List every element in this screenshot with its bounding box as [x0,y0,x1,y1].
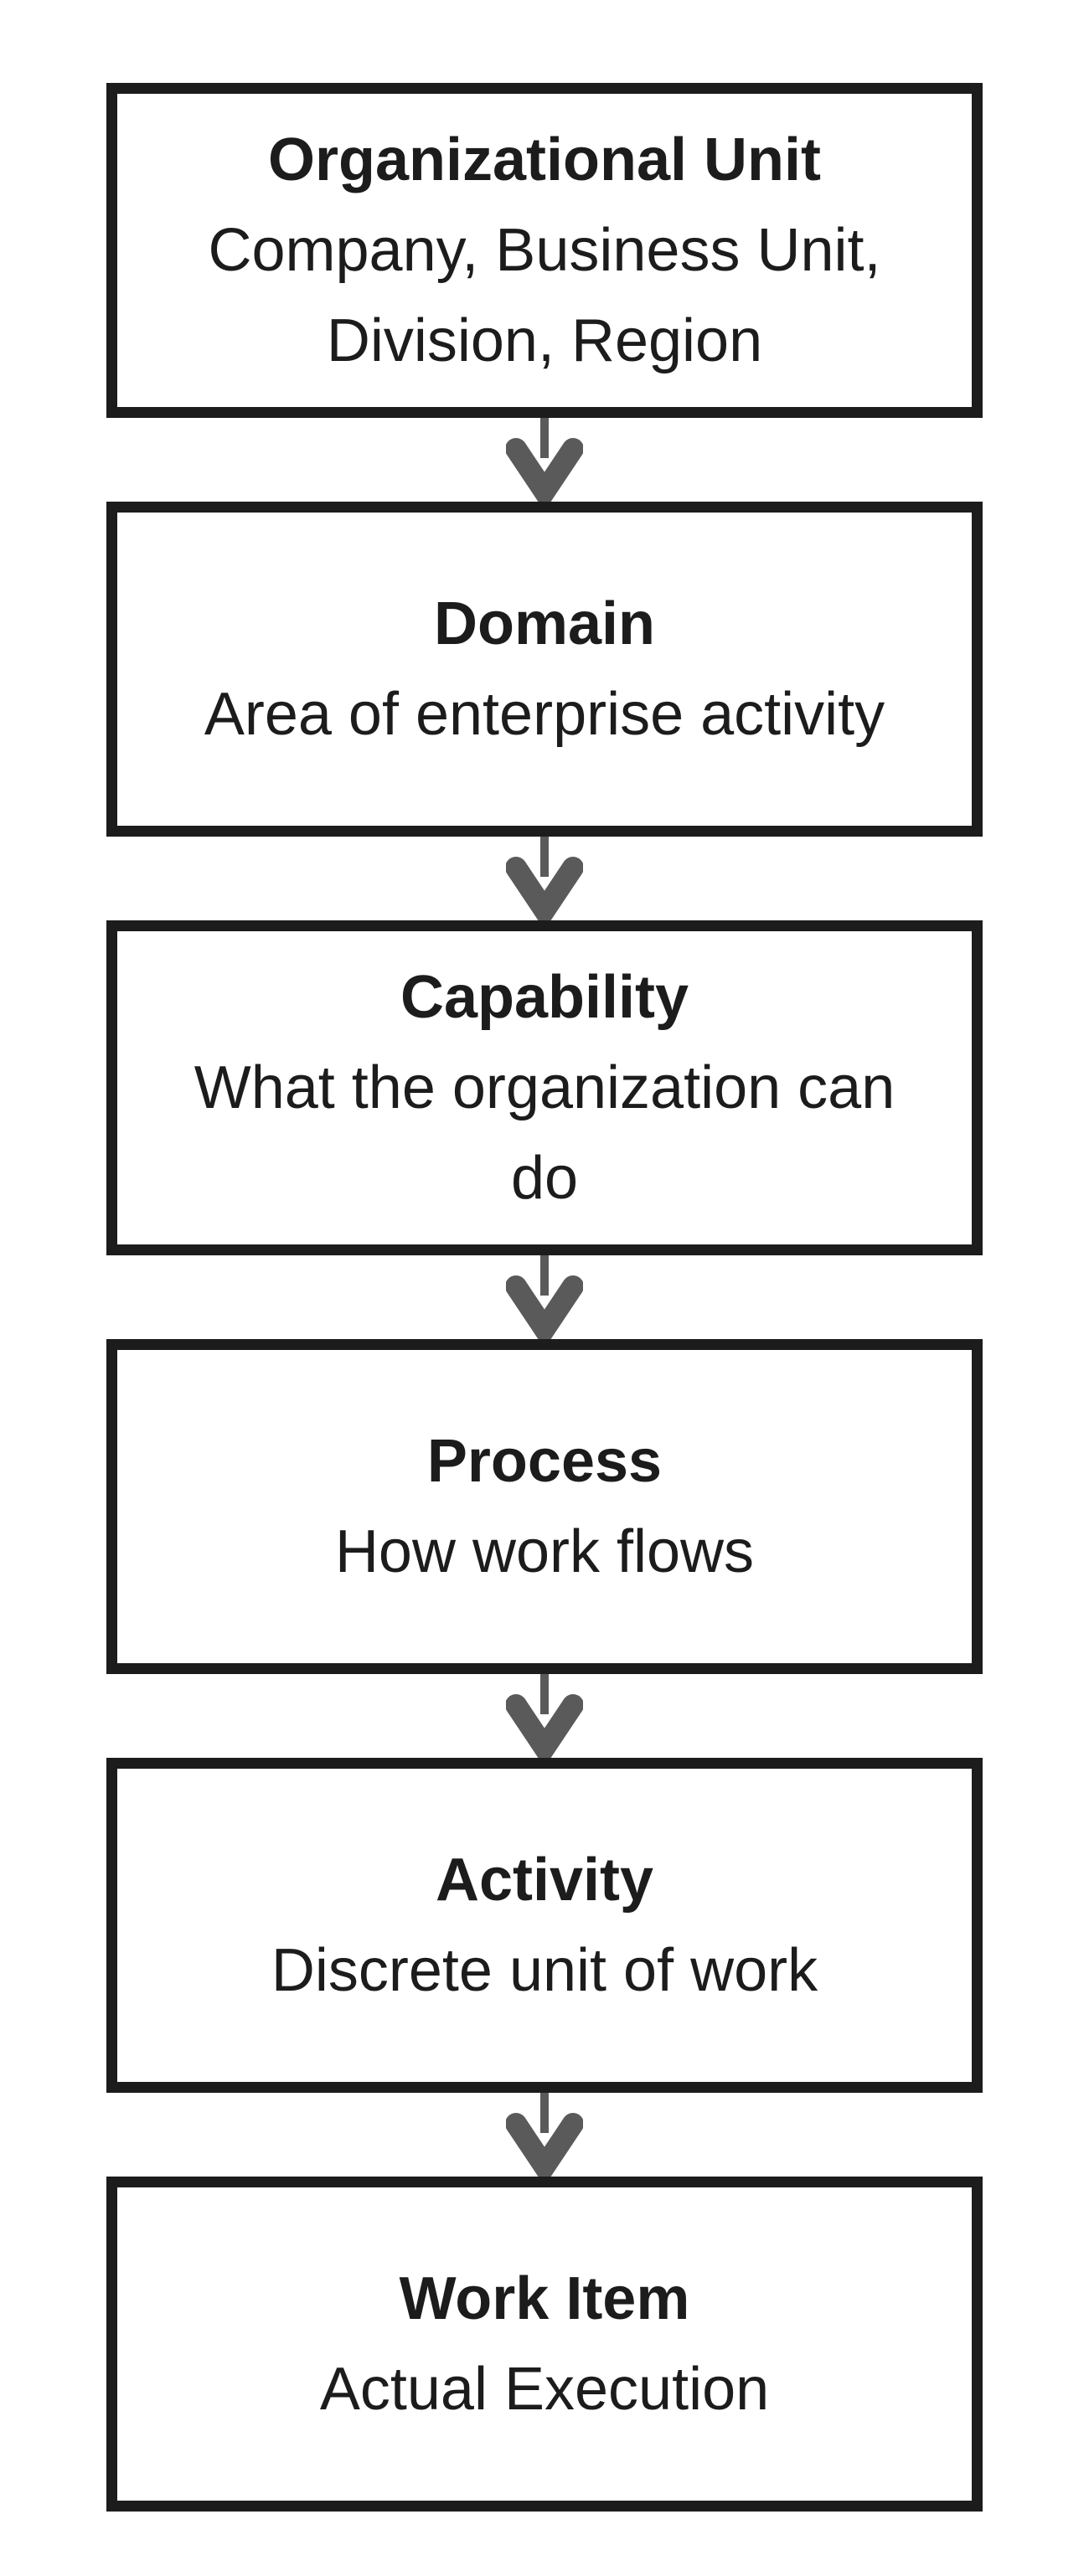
arrow-down-icon [506,1674,583,1758]
box-subtitle-line: Area of enterprise activity [204,681,885,748]
flow-box-process: Process How work flows [106,1339,983,1674]
arrow-down-icon [506,418,583,502]
box-title: Work Item [399,2265,690,2332]
box-subtitle-line: Division, Region [326,307,763,374]
box-subtitle-line: Company, Business Unit, [208,217,881,284]
flow-box-domain: Domain Area of enterprise activity [106,502,983,837]
box-subtitle-line: What the organization can [194,1054,895,1121]
box-title: Process [426,1428,663,1495]
flow-box-capability: Capability What the organization can do [106,920,983,1255]
box-title: Capability [400,964,689,1031]
flow-box-organizational-unit: Organizational Unit Company, Business Un… [106,83,983,418]
arrow-down-icon [506,2093,583,2177]
arrow-down-icon [506,1255,583,1339]
box-subtitle-line: do [510,1145,579,1212]
box-subtitle-line: Actual Execution [319,2356,770,2423]
box-subtitle-line: How work flows [334,1518,755,1585]
box-subtitle-line: Discrete unit of work [271,1937,818,2004]
box-title: Domain [433,590,656,657]
flow-box-activity: Activity Discrete unit of work [106,1758,983,2093]
box-title: Activity [435,1847,654,1914]
flow-box-work-item: Work Item Actual Execution [106,2177,983,2512]
box-title: Organizational Unit [267,126,822,193]
arrow-down-icon [506,837,583,920]
